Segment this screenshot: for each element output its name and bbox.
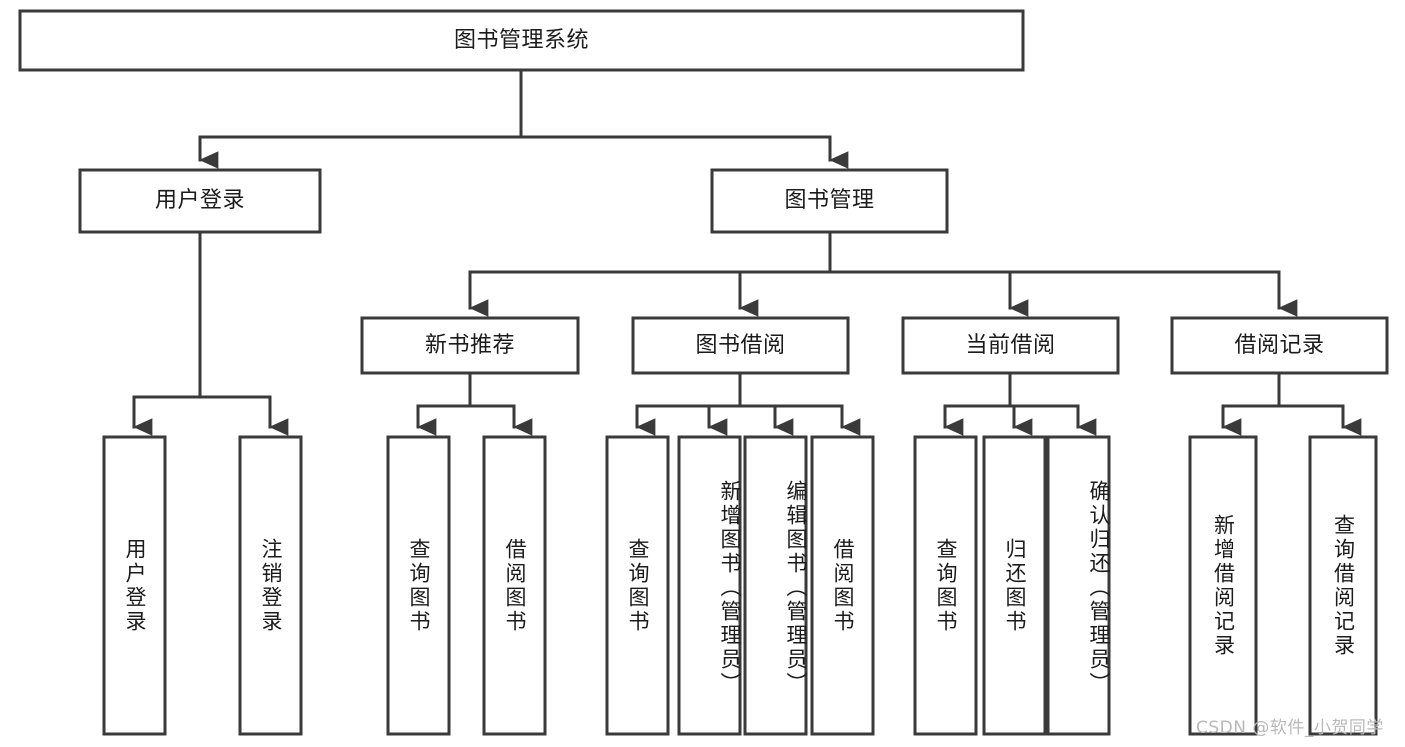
- connector-current-borrow-to-leaves: [943, 371, 1097, 436]
- leaf-book-borrow-0: [605, 435, 670, 736]
- connector-user-login-to-leaves: [132, 230, 289, 436]
- leaf-current-borrow-2: [1046, 435, 1111, 736]
- box-current-borrow: [901, 316, 1120, 375]
- connector-book-borrow-to-leaves: [635, 371, 861, 436]
- connector-root-to-level2: [198, 68, 849, 169]
- box-new-book-recommend: [360, 316, 580, 375]
- box-book-borrow: [631, 316, 850, 375]
- box-user-login: [78, 168, 322, 234]
- box-borrow-record: [1170, 316, 1389, 375]
- watermark: CSDN @软件_小贺同学: [1196, 718, 1384, 738]
- leaf-book-borrow-3: [810, 435, 875, 736]
- box-root: [18, 9, 1025, 72]
- leaf-new-book-0: [386, 435, 451, 736]
- box-book-management: [710, 168, 949, 234]
- connector-borrow-record-to-leaves: [1221, 371, 1362, 436]
- connector-new-book-to-leaves: [416, 371, 533, 436]
- connector-book-management-to-level3: [468, 230, 1298, 317]
- leaf-book-borrow-1: [677, 435, 742, 736]
- leaf-user-login-0: [102, 435, 167, 736]
- leaf-book-borrow-2: [743, 435, 808, 736]
- leaf-borrow-record-0: [1188, 435, 1258, 736]
- leaf-new-book-1: [482, 435, 547, 736]
- leaf-user-login-1: [238, 435, 303, 736]
- leaf-current-borrow-1: [982, 435, 1047, 736]
- leaf-current-borrow-0: [913, 435, 978, 736]
- leaf-borrow-record-1: [1308, 435, 1378, 736]
